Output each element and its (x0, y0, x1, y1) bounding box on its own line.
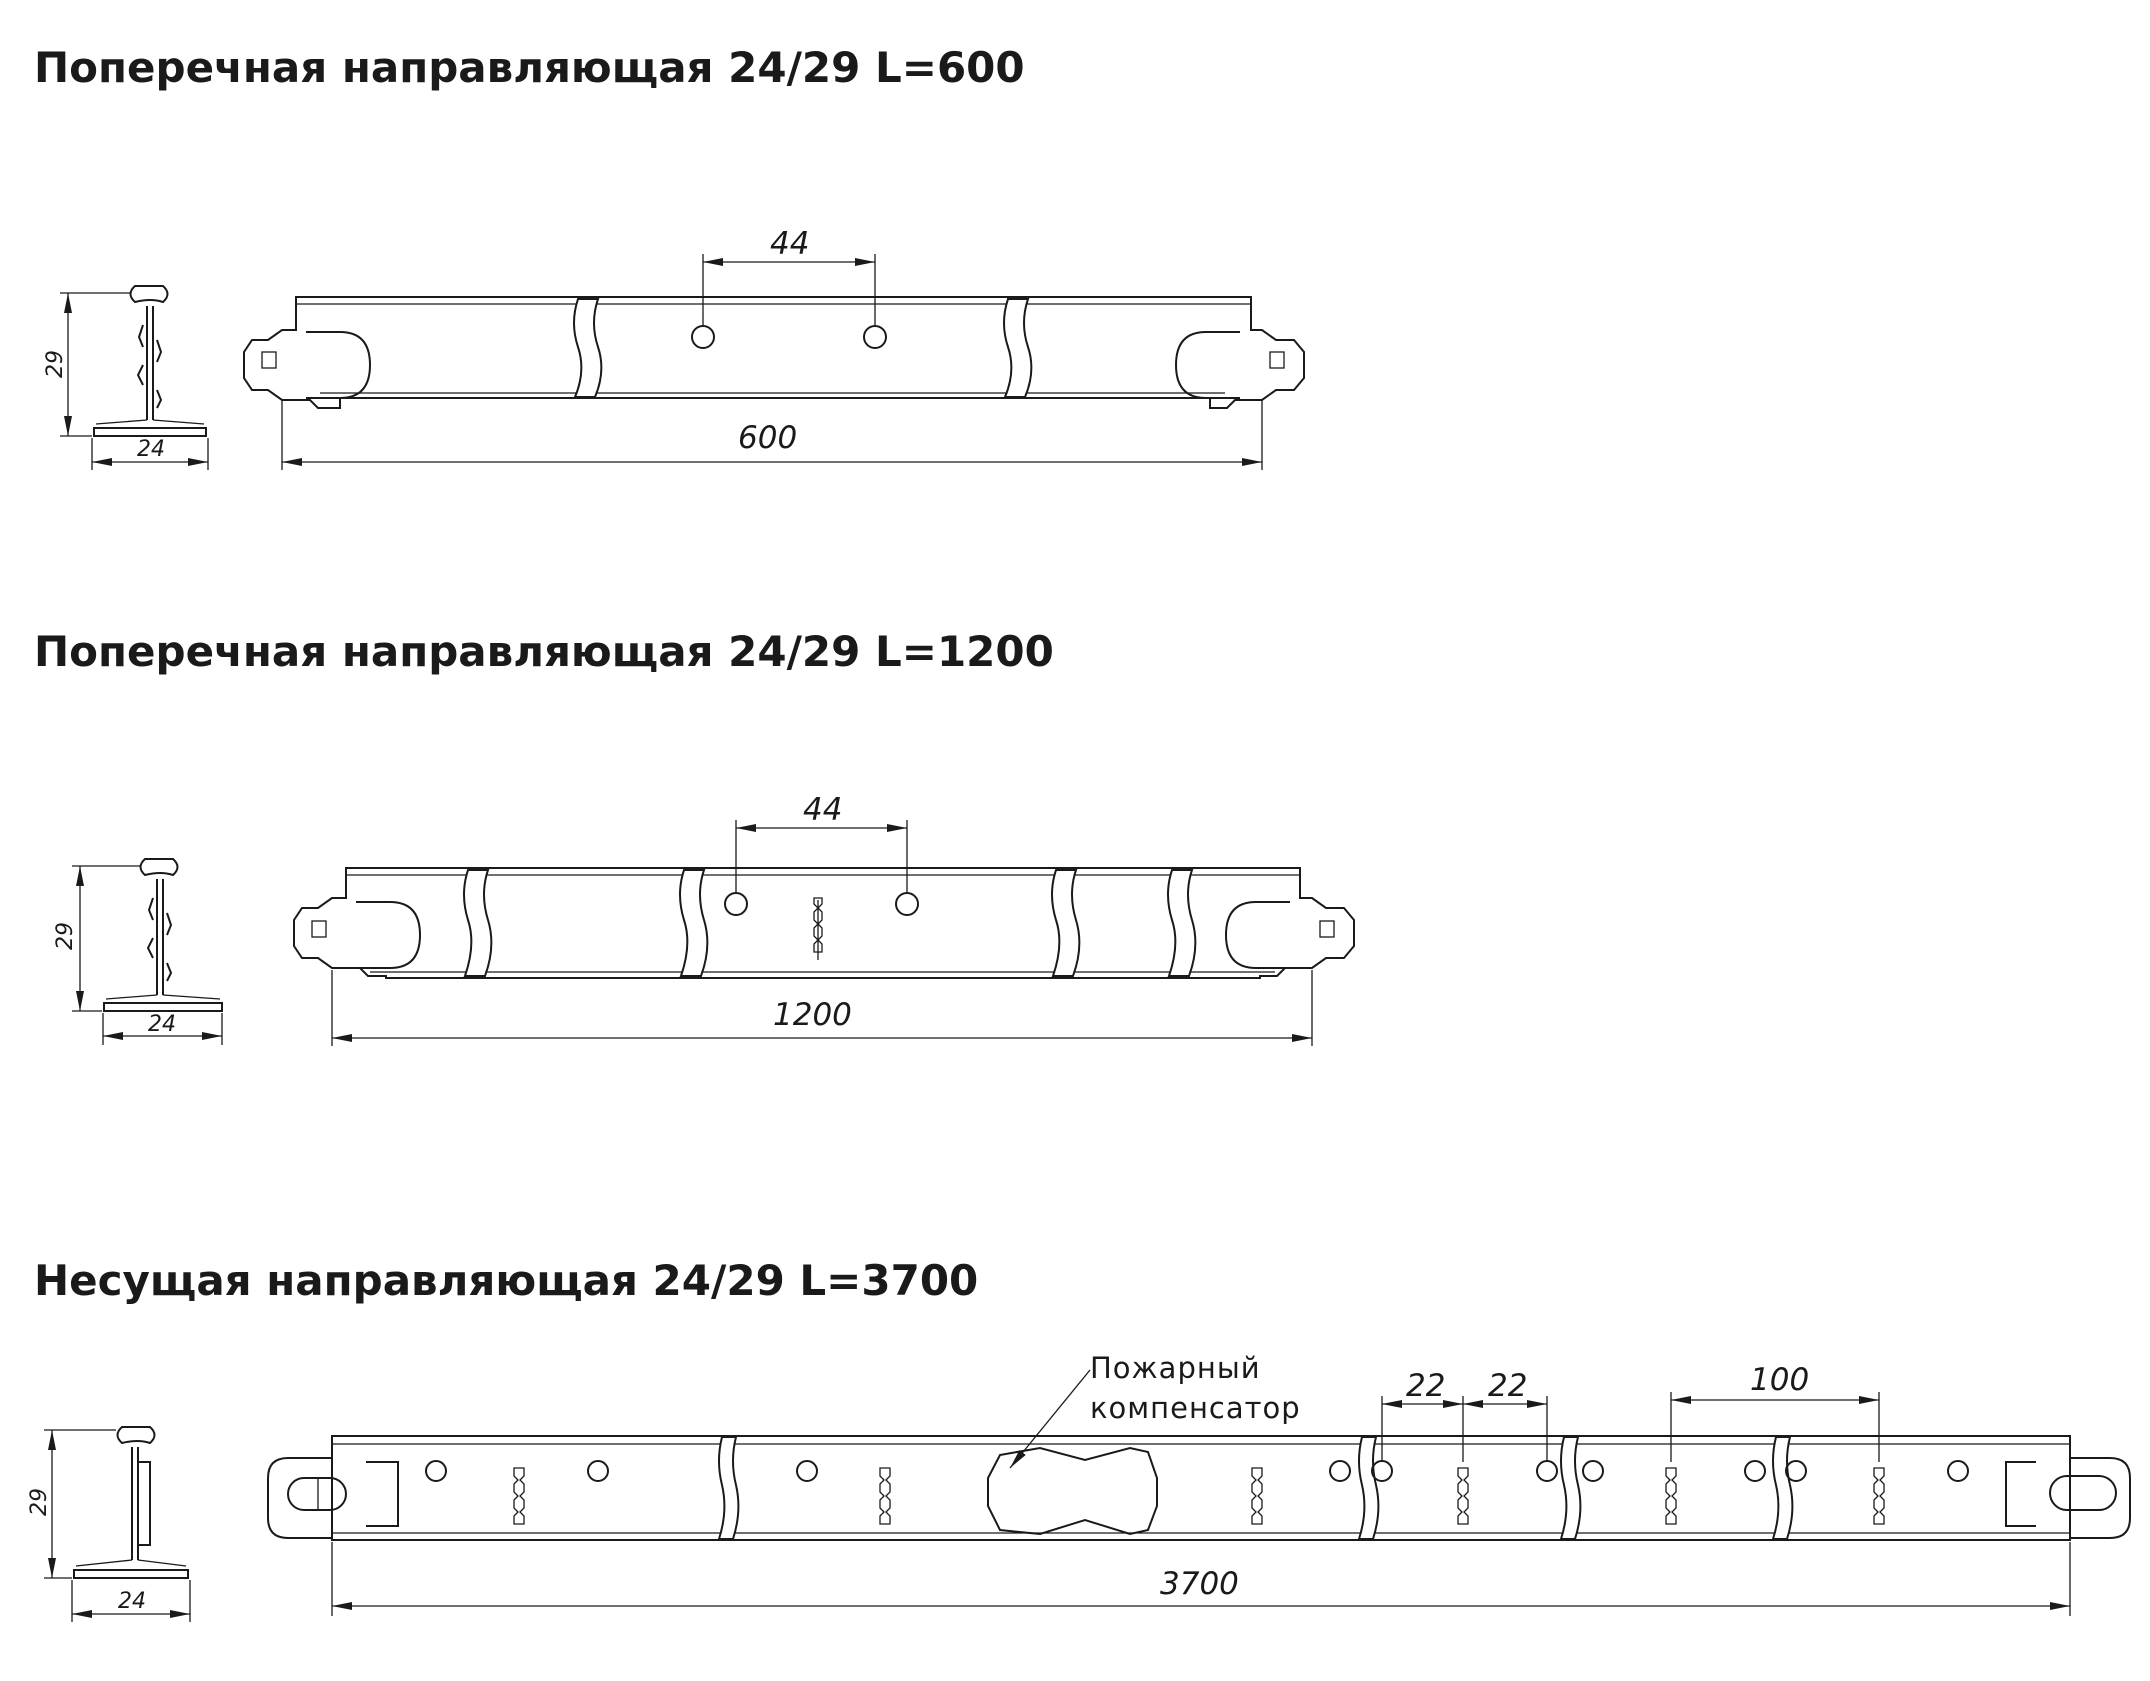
width-dimension: 24 (137, 437, 165, 462)
length-dimension: 1200 (773, 997, 852, 1033)
spacing-a-dimension: 22 (1406, 1368, 1445, 1404)
section-cross-tee-1200: Поперечная направляющая 24/29 L=1200 29 … (34, 627, 1355, 1046)
profile-cross-section: 29 24 (43, 285, 209, 470)
section-cross-tee-600: Поперечная направляющая 24/29 L=600 29 2… (34, 43, 1305, 470)
rail-side-view: 44 600 (243, 226, 1305, 470)
hole-spacing-dimension: 44 (803, 792, 842, 828)
section-title: Несущая направляющая 24/29 L=3700 (34, 1256, 978, 1305)
height-dimension: 29 (43, 350, 68, 378)
hole-spacing-dimension: 44 (770, 226, 809, 262)
spacing-c-dimension: 100 (1750, 1362, 1809, 1398)
height-dimension: 29 (53, 922, 78, 950)
length-dimension: 3700 (1160, 1566, 1239, 1602)
width-dimension: 24 (148, 1012, 176, 1037)
profile-cross-section: 29 24 (27, 1426, 191, 1622)
hanger-slots (513, 1467, 1885, 1525)
section-title: Поперечная направляющая 24/29 L=1200 (34, 627, 1054, 676)
rail-side-view: Пожарный компенсатор 22 22 100 3700 (267, 1351, 2131, 1616)
section-title: Поперечная направляющая 24/29 L=600 (34, 43, 1025, 92)
profile-cross-section: 29 24 (53, 858, 223, 1045)
rail-side-view: 44 1200 (293, 792, 1355, 1046)
height-dimension: 29 (27, 1488, 52, 1516)
width-dimension: 24 (118, 1589, 146, 1614)
spacing-b-dimension: 22 (1488, 1368, 1527, 1404)
length-dimension: 600 (738, 420, 797, 456)
fire-compensator-label-line2: компенсатор (1090, 1391, 1301, 1425)
section-main-runner-3700: Несущая направляющая 24/29 L=3700 29 24 (27, 1256, 2131, 1622)
fire-compensator-label-line1: Пожарный (1090, 1351, 1261, 1385)
